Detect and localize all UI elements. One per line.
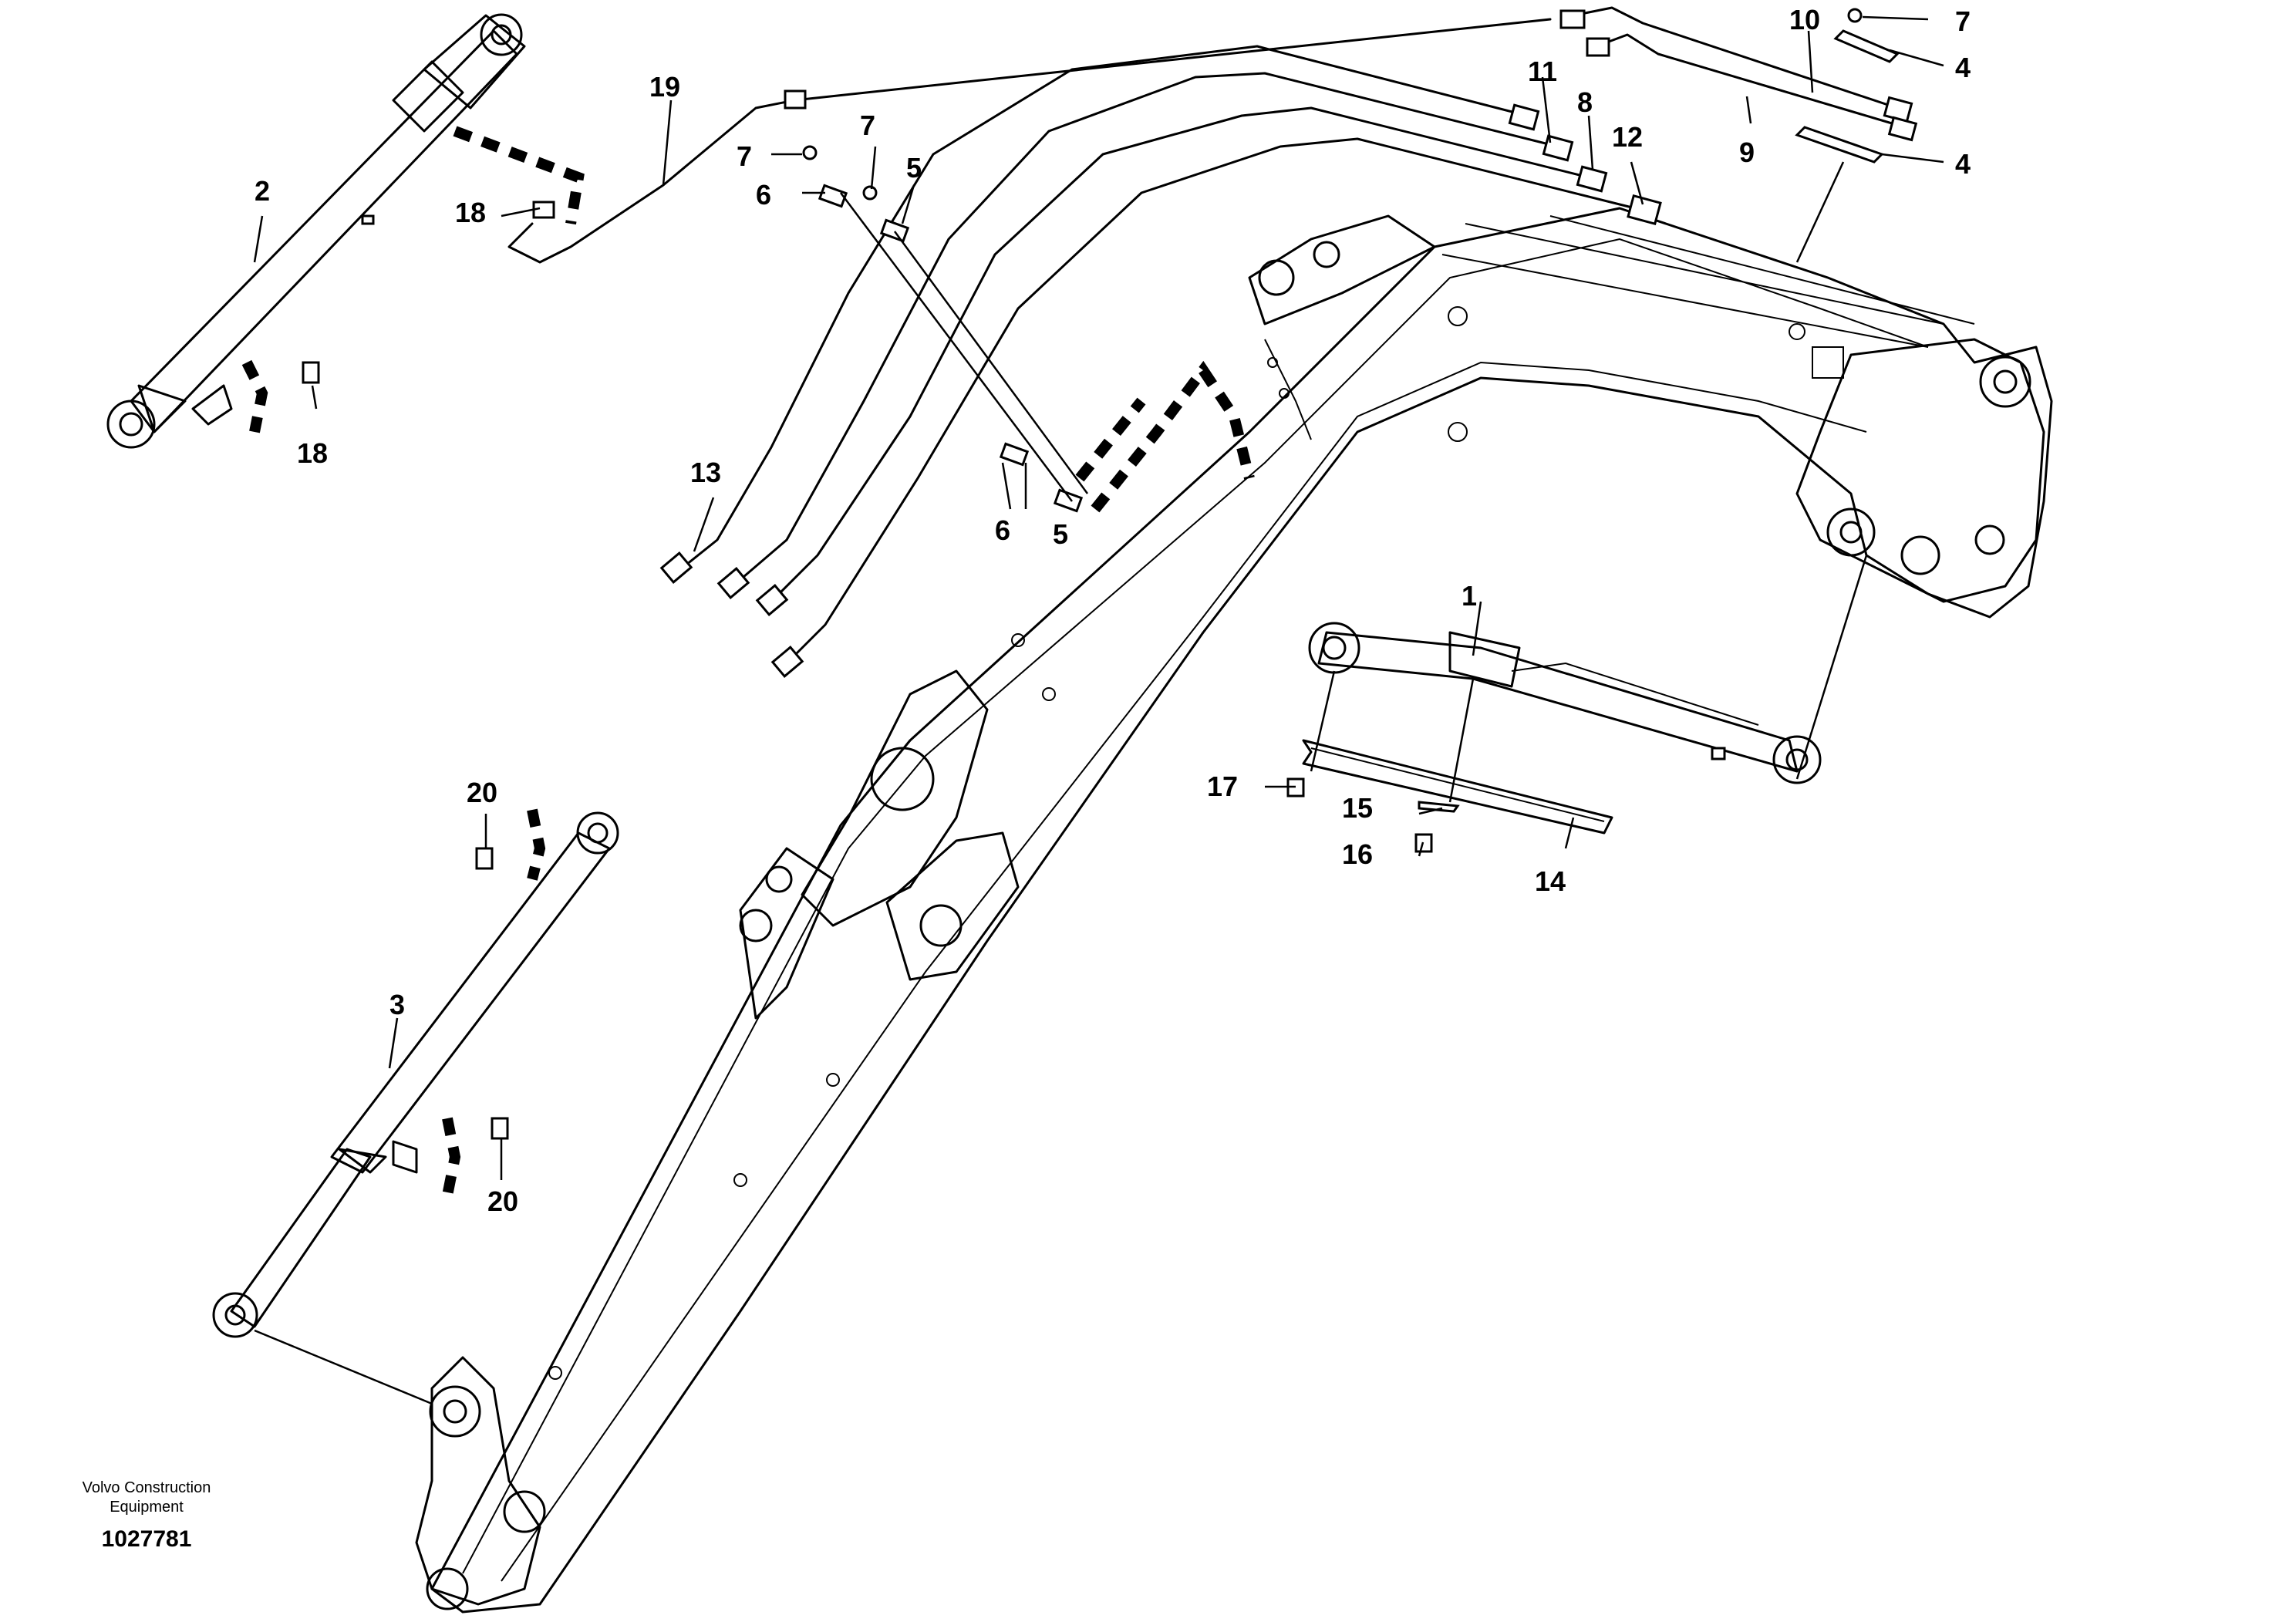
hydraulic-pipes: [507, 6, 1975, 678]
callout-17: 17: [1207, 771, 1238, 802]
callout-19: 19: [649, 71, 680, 103]
leader-lines: [253, 15, 1944, 1180]
callout-15: 15: [1342, 792, 1373, 824]
callout-11: 11: [1528, 56, 1557, 87]
callout-4-upper: 4: [1955, 52, 1971, 83]
company-caption-line1: Volvo Construction: [83, 1479, 211, 1496]
company-caption-line2: Equipment: [110, 1499, 184, 1516]
callout-14: 14: [1535, 865, 1566, 897]
boom: [415, 207, 2053, 1614]
document-number: 1027781: [102, 1526, 192, 1552]
callout-3: 3: [389, 989, 405, 1020]
callout-7-mid: 7: [860, 110, 875, 141]
callout-18-lower: 18: [297, 437, 328, 469]
document-caption: Volvo Construction Equipment 1027781: [83, 1479, 211, 1552]
callout-20-lower: 20: [487, 1185, 518, 1217]
cylinder-1: [1308, 622, 1822, 784]
callout-6-lower: 6: [995, 514, 1010, 546]
callout-5-lower: 5: [1053, 518, 1068, 550]
callout-12: 12: [1612, 121, 1643, 153]
fittings: [302, 8, 1900, 1140]
callout-6-upper: 6: [756, 179, 771, 211]
callout-10: 10: [1789, 4, 1820, 35]
callout-labels: 1 2 3 4 4 5 5 6 6 7 7 7 8 9 10 11 12 13 …: [255, 4, 1971, 1217]
hose-paths: [241, 126, 1255, 1197]
callout-8: 8: [1577, 86, 1593, 118]
callout-16: 16: [1342, 838, 1373, 870]
callout-13: 13: [690, 457, 721, 488]
callout-2: 2: [255, 175, 270, 207]
callout-7-right: 7: [1955, 5, 1971, 37]
callout-4-lower: 4: [1955, 148, 1971, 180]
cylinder-2: [106, 13, 526, 449]
cylinder-3: [212, 811, 619, 1405]
callout-7-left: 7: [737, 140, 752, 172]
callout-9: 9: [1739, 137, 1755, 168]
callout-18-upper: 18: [455, 197, 486, 228]
guard-plate-14: [1302, 739, 1613, 835]
callout-1: 1: [1462, 580, 1477, 612]
callout-5-upper: 5: [906, 152, 922, 184]
callout-20-upper: 20: [467, 777, 497, 808]
